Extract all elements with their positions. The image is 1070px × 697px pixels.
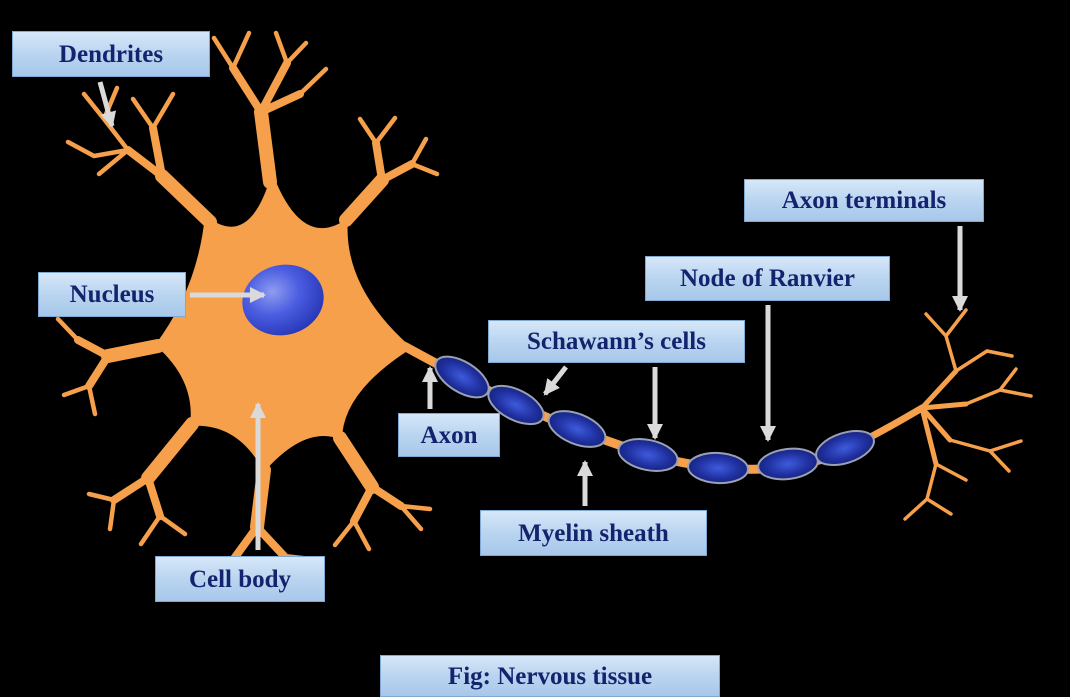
label-schwann-cells: Schawann’s cells: [488, 320, 745, 363]
label-myelin-sheath: Myelin sheath: [480, 510, 707, 556]
label-nucleus: Nucleus: [38, 272, 186, 317]
myelin-sheath-segment: [617, 438, 679, 472]
figure-caption: Fig: Nervous tissue: [380, 655, 720, 697]
arrow-dendrites: [97, 81, 117, 128]
myelin-sheath-segment: [687, 451, 749, 485]
label-axon-terminals: Axon terminals: [744, 179, 984, 222]
label-axon: Axon: [398, 413, 500, 457]
myelin-sheath-segment: [815, 429, 875, 467]
myelin-sheath-segments: [434, 355, 875, 485]
neuron-body: [55, 30, 1033, 587]
label-dendrites: Dendrites: [12, 31, 210, 77]
axon-terminals-branches: [919, 368, 969, 467]
callout-arrows: [97, 81, 968, 550]
label-cell-body: Cell body: [155, 556, 325, 602]
dendrite-trunks: [101, 105, 389, 534]
axon-terminals-twigs: [903, 308, 1033, 521]
myelin-sheath-segment: [434, 355, 490, 399]
myelin-sheath-segment: [547, 410, 607, 448]
label-node-of-ranvier: Node of Ranvier: [645, 256, 890, 301]
arrow-schwann-cells-left: [543, 365, 568, 396]
nucleus-shape: [242, 264, 324, 336]
myelin-sheath-segment: [487, 384, 545, 426]
myelin-sheath-segment: [757, 447, 819, 481]
dendrite-branches: [74, 59, 416, 564]
